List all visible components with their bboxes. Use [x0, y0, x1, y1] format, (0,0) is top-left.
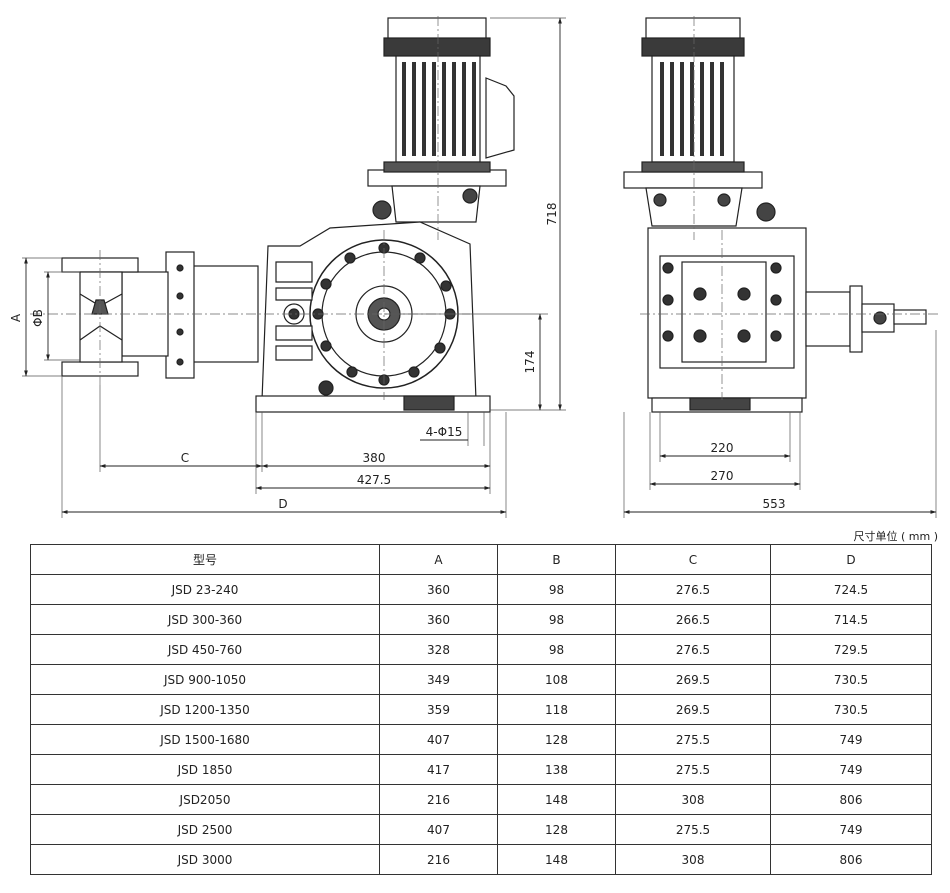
cell-d: 749	[770, 724, 932, 755]
dim-b-label: ΦB	[31, 309, 45, 327]
cell-c: 266.5	[615, 604, 771, 635]
dim-4275-label: 427.5	[357, 473, 391, 487]
cell-c: 269.5	[615, 664, 771, 695]
cell-a: 359	[379, 694, 498, 725]
cell-b: 98	[497, 634, 616, 665]
cell-d: 729.5	[770, 634, 932, 665]
cell-a: 349	[379, 664, 498, 695]
cell-c: 275.5	[615, 724, 771, 755]
cell-model: JSD 1500-1680	[30, 724, 380, 755]
dim-holes-label: 4-Φ15	[426, 425, 463, 439]
cell-d: 730.5	[770, 664, 932, 695]
cell-b: 148	[497, 784, 616, 815]
cell-b: 98	[497, 604, 616, 635]
dim-220-label: 220	[711, 441, 734, 455]
cell-a: 417	[379, 754, 498, 785]
cell-model: JSD 1200-1350	[30, 694, 380, 725]
cell-model: JSD 3000	[30, 844, 380, 875]
front-view	[22, 16, 566, 518]
header-d: D	[770, 544, 932, 575]
motor-side	[623, 17, 776, 227]
cell-a: 407	[379, 724, 498, 755]
cell-c: 275.5	[615, 814, 771, 845]
cell-model: JSD2050	[30, 784, 380, 815]
cell-a: 360	[379, 604, 498, 635]
cell-model: JSD 2500	[30, 814, 380, 845]
dim-c-label: C	[181, 451, 189, 465]
cell-a: 216	[379, 844, 498, 875]
dim-380-label: 380	[363, 451, 386, 465]
dim-a-label: A	[9, 313, 23, 322]
pedestal-front	[372, 185, 481, 223]
dim-174-label: 174	[523, 351, 537, 374]
cell-b: 128	[497, 724, 616, 755]
cell-a: 328	[379, 634, 498, 665]
cell-d: 714.5	[770, 604, 932, 635]
cell-d: 749	[770, 754, 932, 785]
cell-c: 308	[615, 784, 771, 815]
cell-model: JSD 450-760	[30, 634, 380, 665]
cell-d: 806	[770, 844, 932, 875]
cell-model: JSD 1850	[30, 754, 380, 785]
table-header-row: 型号 A B C D	[30, 544, 932, 575]
cell-b: 108	[497, 664, 616, 695]
cell-a: 216	[379, 784, 498, 815]
header-b: B	[497, 544, 616, 575]
cell-d: 724.5	[770, 574, 932, 605]
cell-model: JSD 300-360	[30, 604, 380, 635]
cell-d: 749	[770, 814, 932, 845]
pump-dimension-drawing: A ΦB 718 174 C 380 427.5 D 4-Φ15 220 270…	[9, 16, 940, 518]
cell-d: 730.5	[770, 694, 932, 725]
cell-c: 276.5	[615, 634, 771, 665]
dim-d-label: D	[278, 497, 287, 511]
cell-c: 269.5	[615, 694, 771, 725]
cell-d: 806	[770, 784, 932, 815]
cell-c: 276.5	[615, 574, 771, 605]
cell-model: JSD 23-240	[30, 574, 380, 605]
cell-model: JSD 900-1050	[30, 664, 380, 695]
cell-b: 138	[497, 754, 616, 785]
motor-front	[367, 17, 515, 187]
handwheel-side	[805, 285, 927, 353]
dim-553-label: 553	[763, 497, 786, 511]
pump-head-front	[61, 251, 259, 379]
cell-b: 148	[497, 844, 616, 875]
housing-front	[255, 221, 491, 413]
cell-b: 128	[497, 814, 616, 845]
cell-c: 275.5	[615, 754, 771, 785]
cell-c: 308	[615, 844, 771, 875]
header-a: A	[379, 544, 498, 575]
cell-a: 407	[379, 814, 498, 845]
header-model: 型号	[30, 544, 380, 575]
cell-b: 98	[497, 574, 616, 605]
dim-270-label: 270	[711, 469, 734, 483]
header-c: C	[615, 544, 771, 575]
housing-side	[647, 227, 807, 413]
unit-note: 尺寸单位 ( mm )	[853, 530, 938, 543]
side-view	[623, 16, 940, 518]
cell-a: 360	[379, 574, 498, 605]
dim-718-label: 718	[545, 203, 559, 226]
cell-b: 118	[497, 694, 616, 725]
